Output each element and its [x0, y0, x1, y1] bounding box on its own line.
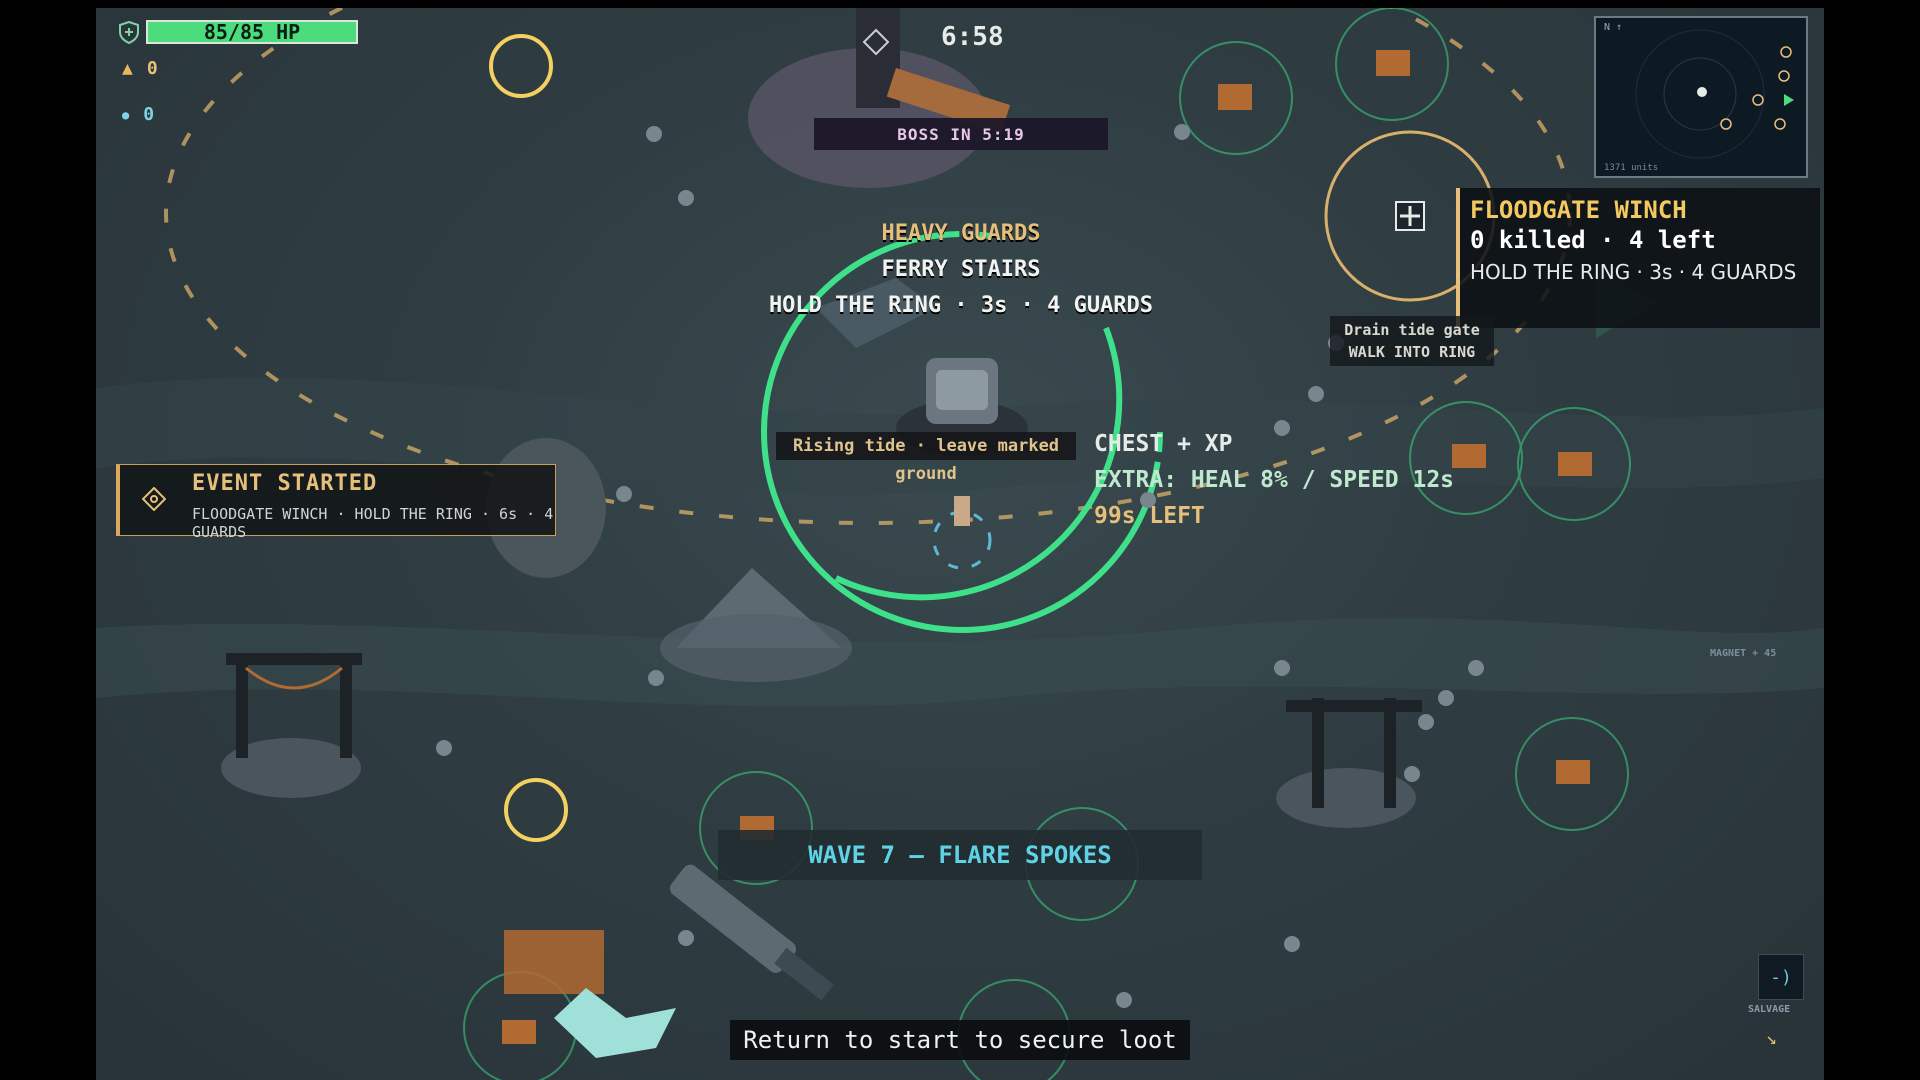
coin-count: 0: [146, 58, 158, 79]
generator: [504, 930, 604, 994]
event-diamond-icon: [142, 487, 166, 511]
boss-bridge: [886, 68, 1011, 134]
hold-ring[interactable]: [761, 231, 1163, 633]
event-title: EVENT STARTED: [192, 471, 378, 496]
player-character: [932, 496, 992, 570]
reward-line-1: CHEST + XP: [1094, 431, 1233, 457]
objective-title: FLOODGATE WINCH: [1470, 196, 1687, 224]
gate-left: [221, 653, 362, 798]
objective-panel: FLOODGATE WINCH 0 killed · 4 left HOLD T…: [1456, 188, 1820, 328]
salvage-button[interactable]: -): [1758, 954, 1804, 1000]
reward-info: CHEST + XP EXTRA: HEAL 8% / SPEED 12s 99…: [1094, 426, 1454, 534]
crate[interactable]: [1376, 50, 1410, 76]
salvage-icon: -): [1770, 966, 1792, 988]
hp-bar: 85/85 HP: [118, 20, 358, 44]
diamond-icon: [862, 28, 890, 56]
turret: [669, 864, 834, 1001]
minimap-canvas: [1635, 29, 1794, 159]
minimap-compass: N ↑: [1604, 22, 1623, 33]
ring-prompt: Drain tide gate WALK INTO RING: [1330, 316, 1494, 366]
center-objective: HEAVY GUARDS FERRY STAIRS HOLD THE RING …: [696, 216, 1226, 324]
ring-prompt-line-2: WALK INTO RING: [1348, 343, 1476, 361]
objective-kills: 0 killed · 4 left: [1470, 226, 1716, 254]
fountain: [816, 278, 936, 348]
objective-line-2: FERRY STAIRS: [881, 257, 1041, 282]
ring-prompt-line-1: Drain tide gate: [1344, 321, 1480, 339]
run-timer: 6:58: [941, 22, 1004, 52]
alert-marker: [489, 34, 553, 98]
coin-icon: ▲: [122, 58, 133, 79]
secure-loot-prompt: Return to start to secure loot: [730, 1020, 1190, 1060]
objective-line-3: HOLD THE RING · 3s · 4 GUARDS: [768, 293, 1154, 318]
reward-line-3: 99s LEFT: [1094, 503, 1205, 529]
game-viewport[interactable]: 85/85 HP ▲ 0 ● 0 6:58 BOSS IN 5:19 HEAVY…: [96, 8, 1824, 1080]
gem-counter: ● 0: [122, 104, 154, 125]
salvage-label: SALVAGE: [1748, 1004, 1791, 1015]
crystal-cluster: [554, 988, 676, 1058]
shield-icon: [119, 20, 139, 44]
minimap-player-icon: [1697, 87, 1707, 97]
boss-countdown-banner: BOSS IN 5:19: [814, 118, 1108, 150]
crate[interactable]: [1558, 452, 1592, 476]
magnet-label: MAGNET + 45: [1710, 648, 1777, 659]
gate-right: [1276, 698, 1422, 828]
minimap[interactable]: N ↑ 1371 units: [1594, 16, 1808, 178]
event-subtitle: FLOODGATE WINCH · HOLD THE RING · 6s · 4…: [192, 505, 554, 541]
crate[interactable]: [502, 1020, 536, 1044]
wave-banner: WAVE 7 — FLARE SPOKES: [718, 830, 1202, 880]
minimap-scale: 1371 units: [1604, 163, 1659, 173]
coin-counter: ▲ 0: [122, 58, 158, 79]
gem-icon: ●: [122, 107, 130, 122]
alert-marker: [504, 778, 568, 842]
objective-line-1: HEAVY GUARDS: [881, 221, 1041, 246]
reward-line-2: EXTRA: HEAL 8% / SPEED 12s: [1094, 467, 1455, 493]
hp-text: 85/85 HP: [146, 20, 358, 44]
pickup-arrow-icon: ↘: [1766, 1028, 1777, 1049]
crate[interactable]: [1556, 760, 1590, 784]
event-started-notice: EVENT STARTED FLOODGATE WINCH · HOLD THE…: [116, 464, 556, 541]
rising-tide-warning: Rising tide · leave marked ground: [776, 432, 1076, 484]
game-world[interactable]: [96, 8, 1824, 1080]
crate[interactable]: [1218, 84, 1252, 110]
crate[interactable]: [1452, 444, 1486, 468]
gem-count: 0: [143, 104, 155, 125]
objective-hint: HOLD THE RING · 3s · 4 GUARDS: [1470, 260, 1797, 284]
